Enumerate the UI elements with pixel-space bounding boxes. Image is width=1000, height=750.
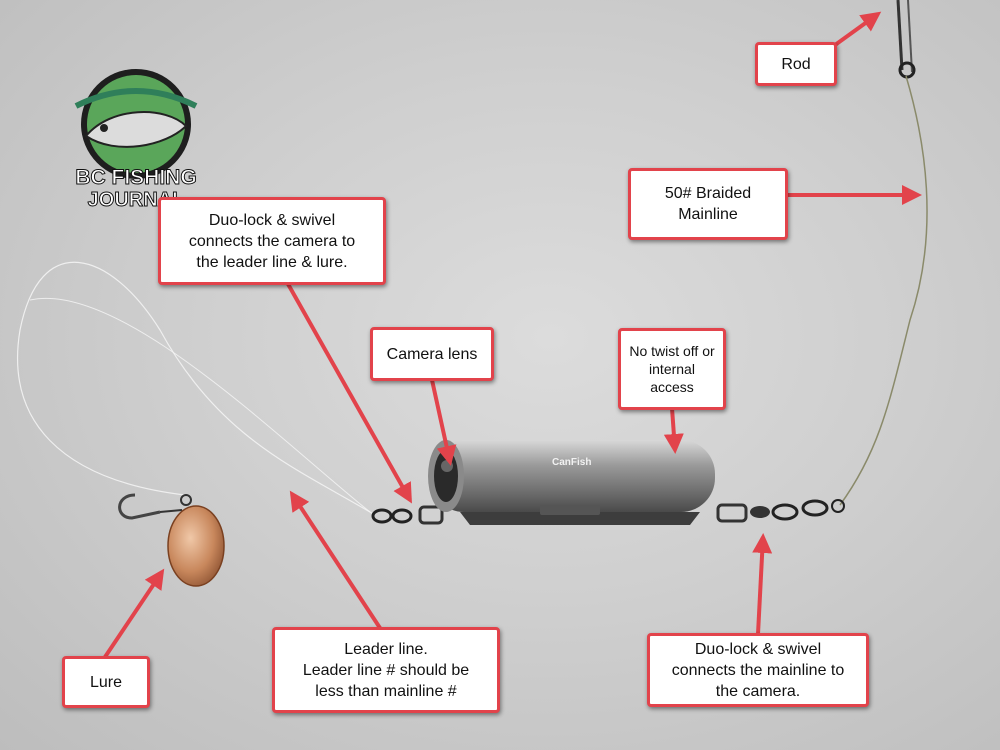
callout-leader-line1: Leader line. (344, 640, 428, 658)
callout-duo-bottom-line3: the camera. (715, 682, 801, 700)
callout-duo-lock-bottom: Duo-lock & swivel connects the mainline … (647, 633, 869, 707)
callout-mainline-line2: Mainline (678, 206, 738, 223)
camera-brand-label: CanFish (552, 457, 591, 468)
arrow-lure (103, 568, 165, 659)
callout-rod: Rod (755, 42, 837, 86)
callout-camera-lens-text: Camera lens (386, 345, 478, 363)
callout-no-twist-line1: No twist off or (629, 343, 715, 359)
callout-no-twist-line3: access (650, 379, 694, 395)
callout-duo-bottom-line2: connects the mainline to (671, 661, 845, 679)
arrow-rod (833, 11, 882, 47)
annotation-arrows (103, 11, 922, 659)
rod-tip (896, 0, 916, 79)
callout-duo-top-line2: connects the camera to (188, 232, 356, 250)
callout-duo-bottom-line1: Duo-lock & swivel (694, 640, 822, 658)
callout-lure-text: Lure (89, 673, 123, 691)
logo-text-line1: BC FISHING (75, 166, 196, 189)
arrow-duo-lock-bottom (752, 533, 773, 635)
callout-mainline-line1: 50# Braided (664, 185, 752, 202)
arrow-camera-lens (430, 379, 457, 466)
arrow-leader-line (289, 490, 382, 630)
spinner-lure (118, 493, 225, 587)
callout-duo-lock-top: Duo-lock & swivel connects the camera to… (158, 197, 386, 285)
bc-fishing-journal-logo: BC FISHING JOURNAL (56, 66, 216, 216)
callout-duo-top-line3: the leader line & lure. (196, 253, 348, 271)
callout-braided-mainline: 50# Braided Mainline (628, 168, 788, 240)
callout-lure: Lure (62, 656, 150, 708)
underwater-camera: CanFish (428, 440, 715, 525)
callout-leader-line: Leader line. Leader line # should be les… (272, 627, 500, 713)
callout-duo-top-line1: Duo-lock & swivel (208, 211, 336, 229)
callout-leader-line3: less than mainline # (315, 682, 457, 700)
callout-leader-line2: Leader line # should be (302, 661, 470, 679)
left-swivel (371, 505, 444, 525)
leader-line (16, 261, 376, 516)
braided-mainline (839, 75, 928, 506)
callout-no-twist-line2: internal (649, 361, 695, 377)
arrow-duo-lock-top (286, 283, 412, 504)
callout-no-twist: No twist off or internal access (618, 328, 726, 410)
callout-camera-lens: Camera lens (370, 327, 494, 381)
arrow-no-twist (663, 407, 684, 454)
right-swivel (716, 499, 845, 523)
callout-rod-text: Rod (781, 55, 811, 73)
